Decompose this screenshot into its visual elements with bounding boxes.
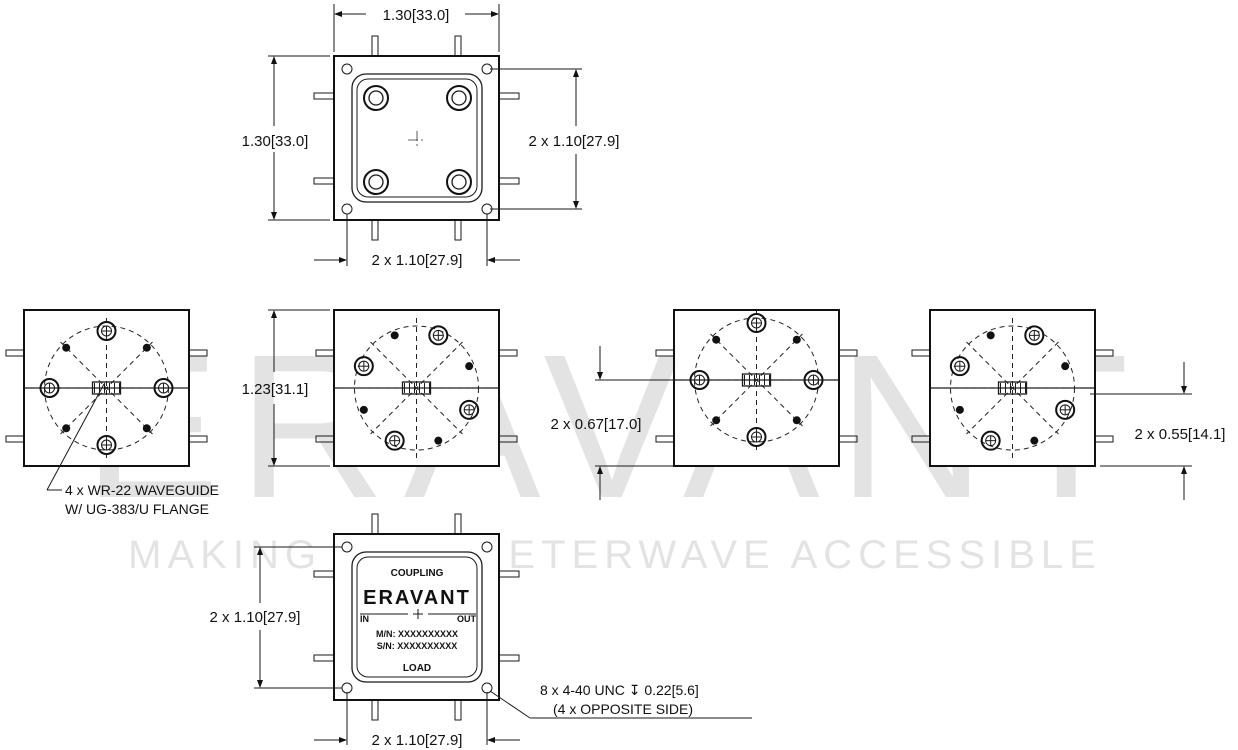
- side-view-1: [5, 309, 208, 467]
- bottom-view-dimensions: 2 x 1.10[27.9] 2 x 1.10[27.9]: [210, 546, 520, 749]
- bottom-view: COUPLING ERAVANT IN OUT M/N: XXXXXXXXXX …: [313, 513, 520, 721]
- dim-top-width: 1.30[33.0]: [383, 7, 450, 24]
- top-view-bolts: [363, 85, 472, 195]
- side-view-dimensions: 1.23[31.1] 2 x 0.67[17.0] 2 x 0.55[14.1]: [242, 309, 1226, 500]
- label-plate-serial: S/N: XXXXXXXXXX: [377, 641, 458, 651]
- top-view: [313, 35, 520, 241]
- bottom-view-body: [333, 533, 500, 701]
- top-view-body: [333, 55, 500, 221]
- label-plate-bottom: LOAD: [403, 663, 431, 674]
- side-view-2: [315, 309, 518, 467]
- thread-callout: 8 x 4-40 UNC ↧ 0.22[5.6] (4 x OPPOSITE S…: [489, 682, 752, 719]
- dim-top-height: 1.30[33.0]: [242, 133, 309, 150]
- top-view-dimensions: 1.30[33.0] 1.30[33.0] 2 x 1.10[27.9] 2 x…: [242, 4, 620, 269]
- dim-top-hole-vertical: 2 x 1.10[27.9]: [529, 133, 620, 150]
- label-plate-brand: ERAVANT: [363, 587, 471, 609]
- watermark-tagline: MAKING MILLIMETERWAVE ACCESSIBLE: [128, 533, 1102, 577]
- side-view-4: [911, 309, 1114, 467]
- dim-port-offset-b: 2 x 0.55[14.1]: [1135, 426, 1226, 443]
- dim-port-offset-a: 2 x 0.67[17.0]: [551, 416, 642, 433]
- side-views: [5, 309, 1114, 467]
- thread-callout-line1: 8 x 4-40 UNC ↧ 0.22[5.6]: [540, 682, 699, 698]
- label-plate-model: M/N: XXXXXXXXXX: [376, 629, 458, 639]
- dim-side-height: 1.23[31.1]: [242, 381, 309, 398]
- label-plate-out: OUT: [457, 614, 477, 624]
- thread-callout-line2: (4 x OPPOSITE SIDE): [553, 701, 693, 717]
- waveguide-callout: 4 x WR-22 WAVEGUIDE W/ UG-383/U FLANGE: [46, 383, 219, 517]
- dim-bottom-hole-horizontal: 2 x 1.10[27.9]: [372, 732, 463, 749]
- label-plate: COUPLING ERAVANT IN OUT M/N: XXXXXXXXXX …: [360, 568, 477, 674]
- waveguide-callout-line1: 4 x WR-22 WAVEGUIDE: [65, 482, 219, 498]
- side-view-3: [655, 309, 858, 467]
- dim-top-hole-horizontal: 2 x 1.10[27.9]: [372, 252, 463, 269]
- label-plate-in: IN: [360, 614, 369, 624]
- label-plate-title: COUPLING: [391, 568, 444, 579]
- waveguide-callout-line2: W/ UG-383/U FLANGE: [65, 501, 209, 517]
- dim-bottom-hole-vertical: 2 x 1.10[27.9]: [210, 609, 301, 626]
